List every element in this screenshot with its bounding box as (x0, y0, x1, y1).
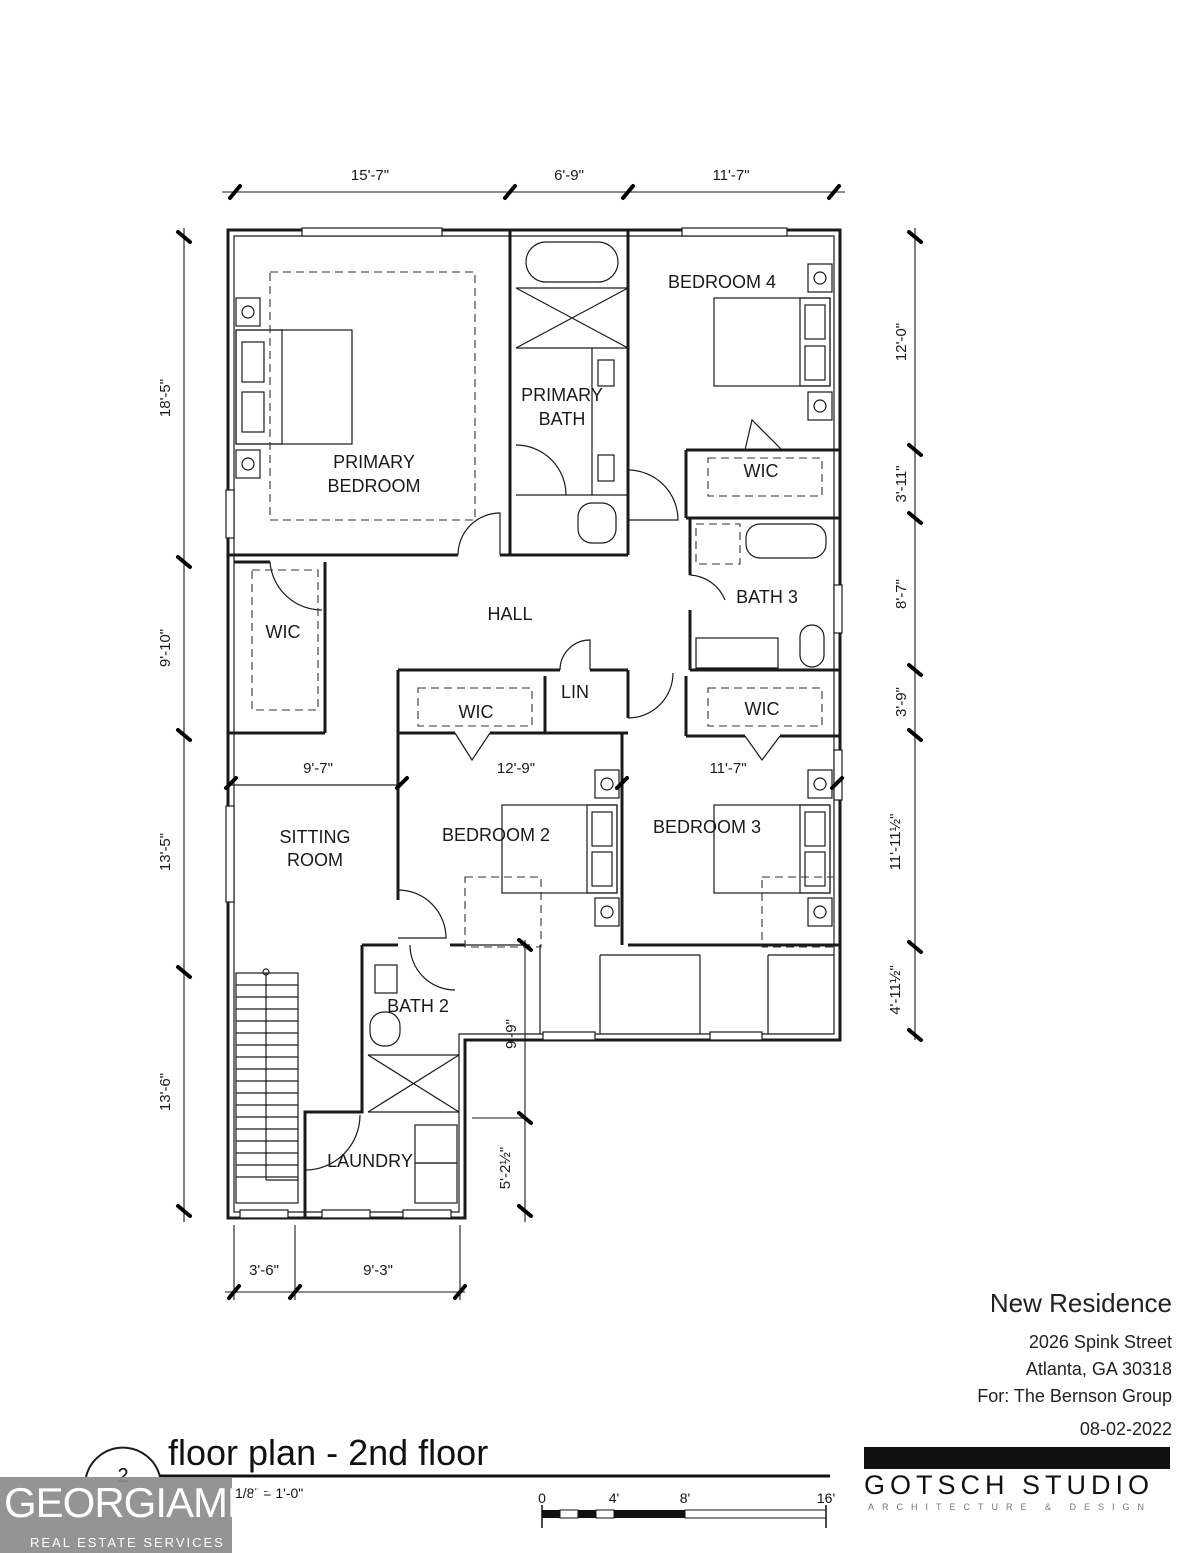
room-label-primary-bedroom-1: PRIMARY (333, 452, 415, 472)
dim-left-2: 9'-10" (157, 629, 174, 667)
scale-label-0: 0 (538, 1490, 546, 1506)
address-line-1: 2026 Spink Street (1028, 1332, 1172, 1352)
room-label-sitting-2: ROOM (287, 850, 343, 870)
dim-mid-1: 9'-7" (303, 760, 333, 777)
dim-right-6: 4'-11½" (887, 965, 904, 1015)
room-label-bedroom-2: BEDROOM 2 (442, 825, 550, 845)
fixtures (235, 241, 835, 1204)
dim-inner-2: 5'-2½" (497, 1147, 514, 1189)
address-line-2: Atlanta, GA 30318 (1025, 1359, 1172, 1379)
firm-name: GOTSCH STUDIO (864, 1470, 1155, 1500)
room-label-wic-1: WIC (744, 461, 779, 481)
plan-title-symbol: 2 (85, 1446, 830, 1487)
plan-scale: 1/8" = 1'-0" (235, 1485, 304, 1501)
scale-label-16: 16' (817, 1490, 835, 1506)
room-label-wic-4: WIC (745, 699, 780, 719)
mls-watermark: GEORGIAMLS REAL ESTATE SERVICES (0, 1477, 277, 1553)
dimension-lines (176, 184, 923, 1300)
dim-left-3: 13'-5" (157, 833, 174, 871)
room-label-bedroom-3: BEDROOM 3 (653, 817, 761, 837)
room-label-bath-2: BATH 2 (387, 996, 449, 1016)
dim-right-1: 12'-0" (893, 323, 910, 361)
room-label-primary-bath-2: BATH (539, 409, 586, 429)
room-label-hall: HALL (487, 604, 532, 624)
dim-mid-3: 11'-7" (709, 760, 746, 777)
room-label-wic-3: WIC (459, 702, 494, 722)
mls-watermark-sub: REAL ESTATE SERVICES (30, 1535, 225, 1550)
drawing-date: 08-02-2022 (1079, 1419, 1172, 1439)
room-label-sitting-1: SITTING (280, 827, 351, 847)
exterior-walls (226, 228, 842, 1220)
room-label-bedroom-4: BEDROOM 4 (668, 272, 776, 292)
project-name: New Residence (989, 1288, 1172, 1318)
dim-left-1: 18'-5" (157, 379, 174, 417)
dimension-labels: 15'-7" 6'-9" 11'-7" 18'-5" 9'-10" 13'-5"… (157, 167, 910, 1279)
firm-logo-bar (864, 1447, 1170, 1469)
dim-bottom-1: 3'-6" (249, 1262, 279, 1279)
dim-right-5: 11'-11½" (887, 814, 904, 871)
scale-label-4: 4' (609, 1490, 619, 1506)
dim-inner-1: 9'-9" (503, 1019, 520, 1049)
scale-label-8: 8' (680, 1490, 690, 1506)
room-label-wic-2: WIC (266, 622, 301, 642)
room-label-bath-3: BATH 3 (736, 587, 798, 607)
interior-walls (228, 230, 840, 1218)
windows (225, 227, 843, 1219)
door-swings (269, 418, 783, 1171)
dim-top-2: 6'-9" (554, 167, 584, 184)
dim-top-3: 11'-7" (712, 167, 749, 184)
room-label-laundry: LAUNDRY (327, 1151, 413, 1171)
dim-right-3: 8'-7" (893, 579, 910, 609)
stair-treads (236, 984, 298, 1178)
dim-top-1: 15'-7" (351, 167, 389, 184)
client-line: For: The Bernson Group (977, 1386, 1172, 1406)
title-block: New Residence 2026 Spink Street Atlanta,… (977, 1288, 1172, 1440)
scale-bar: 0 4' 8' 16' (538, 1490, 835, 1528)
room-label-primary-bath-1: PRIMARY (521, 385, 603, 405)
room-label-primary-bedroom-2: BEDROOM (327, 476, 420, 496)
plan-number: 2 (117, 1465, 128, 1487)
dim-right-2: 3'-11" (893, 465, 910, 502)
dim-left-4: 13'-6" (157, 1073, 174, 1111)
room-labels: PRIMARY BEDROOM PRIMARY BATH BEDROOM 4 W… (266, 272, 798, 1171)
dim-right-4: 3'-9" (893, 687, 910, 717)
dim-mid-2: 12'-9" (497, 760, 535, 777)
firm-subtitle: ARCHITECTURE & DESIGN (868, 1502, 1153, 1512)
mls-watermark-main: GEORGIAMLS (4, 1479, 277, 1526)
room-label-lin: LIN (561, 682, 589, 702)
dim-bottom-2: 9'-3" (363, 1262, 393, 1279)
plan-title: floor plan - 2nd floor (168, 1432, 489, 1473)
